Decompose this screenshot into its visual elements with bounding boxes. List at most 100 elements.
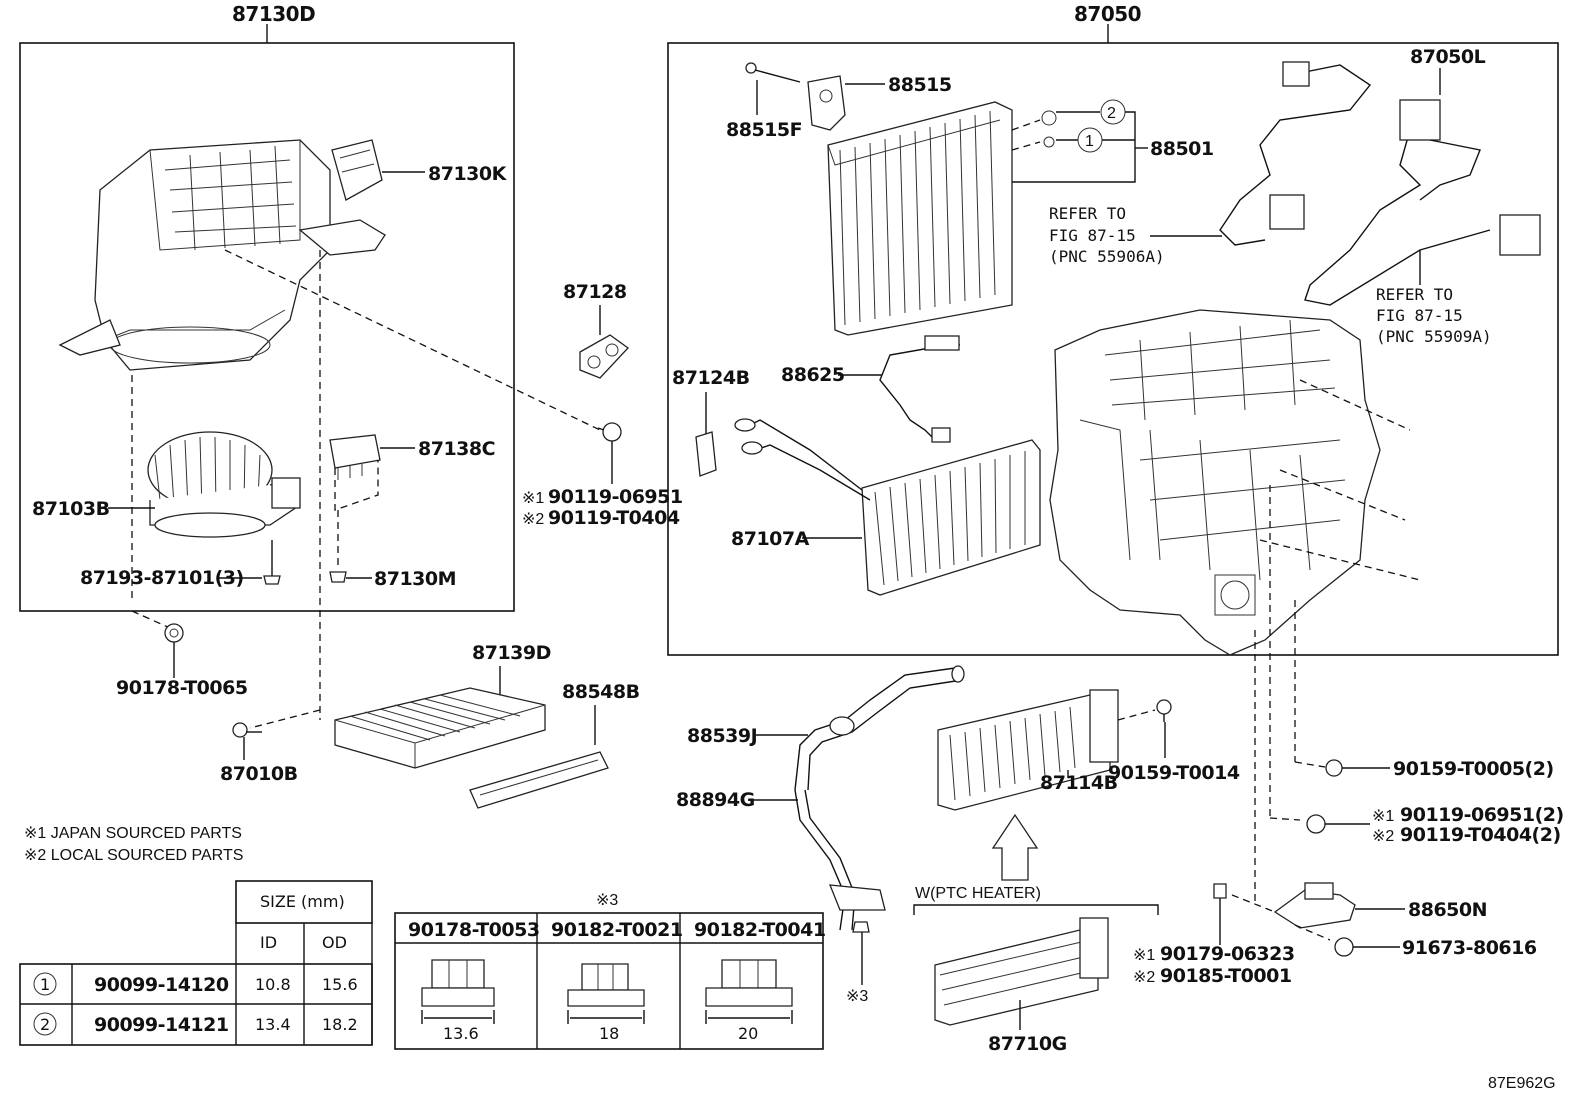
sensor-88625-drawing xyxy=(879,335,961,443)
part-87128: 87128 xyxy=(563,281,627,303)
ptc-heater-label: W(PTC HEATER) xyxy=(915,885,1041,902)
screw-87130M-drawing xyxy=(329,571,347,583)
part-87114B: 87114B xyxy=(1040,772,1118,794)
seal-87128-drawing xyxy=(579,334,629,379)
size-row-2-od: 18.2 xyxy=(322,1015,358,1034)
note-local-sourced: ※2 LOCAL SOURCED PARTS xyxy=(24,847,243,864)
part-90119-T0404-right: 90119-T0404(2) xyxy=(1400,824,1561,846)
resistor-87130K-drawing xyxy=(331,139,383,201)
nut-3-drawing xyxy=(705,959,793,1007)
size-table-header: SIZE (mm) xyxy=(260,892,345,911)
clip-90179-drawing xyxy=(1213,883,1227,899)
part-90119-06951-middle: 90119-06951 xyxy=(548,486,683,508)
size-row-1-od: 15.6 xyxy=(322,975,358,994)
refer-note-1-line1: REFER TO xyxy=(1049,204,1126,223)
bolt-90119-right-drawing xyxy=(1306,814,1326,834)
part-88650N: 88650N xyxy=(1408,899,1487,921)
ptc-heater-87114B-drawing xyxy=(937,689,1119,811)
part-90159-T0014: 90159-T0014 xyxy=(1108,762,1240,784)
nut-col-3-size: 20 xyxy=(738,1024,758,1043)
part-87107A: 87107A xyxy=(731,528,810,550)
nut-col-1-part: 90178-T0053 xyxy=(408,919,540,941)
cover-88548B-drawing xyxy=(469,751,609,809)
refer-note-2-line1: REFER TO xyxy=(1376,285,1453,304)
mark-1-lower: ※1 xyxy=(1133,947,1155,964)
part-87124B: 87124B xyxy=(672,367,750,389)
nut-2-drawing xyxy=(567,963,645,1007)
part-87130K: 87130K xyxy=(428,163,508,185)
part-88501: 88501 xyxy=(1150,138,1214,160)
clip-90178-T0065-drawing xyxy=(164,623,184,643)
right-assembly-label: 87050 xyxy=(1074,2,1141,26)
part-88894G: 88894G xyxy=(676,789,755,811)
bolt-90159-T0014-drawing xyxy=(1156,699,1172,722)
part-87193-87101: 87193-87101(3) xyxy=(80,567,244,589)
nut-col-2-size: 18 xyxy=(599,1024,619,1043)
up-arrow-icon xyxy=(991,813,1039,881)
bolt-90119-middle-drawing xyxy=(597,422,622,442)
clamp-87124B-drawing xyxy=(695,431,717,477)
refer-note-1-line2: FIG 87-15 xyxy=(1049,226,1136,245)
part-87138C: 87138C xyxy=(418,438,495,460)
size-row-1-part: 90099-14120 xyxy=(94,974,229,996)
part-90185-T0001: 90185-T0001 xyxy=(1160,965,1292,987)
ptc-heater-87710G-drawing xyxy=(934,917,1109,1026)
filter-87139D-drawing xyxy=(334,687,546,769)
mark-2-middle: ※2 xyxy=(522,511,544,528)
nut-table: ※3 90178-T0053 90182-T0021 90182-T0041 1… xyxy=(394,892,826,1050)
size-row-2-mark: 2 xyxy=(40,1015,50,1034)
harness-drawing xyxy=(1219,61,1541,306)
size-row-2-id: 13.4 xyxy=(255,1015,291,1034)
mark-3-nut: ※3 xyxy=(846,988,868,1005)
part-91673-80616: 91673-80616 xyxy=(1402,937,1537,959)
nut-table-title: ※3 xyxy=(596,892,618,909)
nut-col-3-part: 90182-T0041 xyxy=(694,919,826,941)
refer-note-2-line2: FIG 87-15 xyxy=(1376,306,1463,325)
part-87050L: 87050L xyxy=(1410,46,1486,68)
bolt-88515F-drawing xyxy=(745,62,801,83)
nut-col-1-size: 13.6 xyxy=(443,1024,479,1043)
size-table: SIZE (mm) ID OD 1 90099-14120 10.8 15.6 … xyxy=(19,880,373,1046)
part-88548B: 88548B xyxy=(562,681,640,703)
part-88515: 88515 xyxy=(888,74,952,96)
right-assembly-box xyxy=(667,42,1559,656)
o-ring-mark-1: 1 xyxy=(1085,133,1094,150)
evaporator-88501-drawing xyxy=(827,101,1013,336)
pipe-88894G-drawing xyxy=(794,789,886,931)
mark-2-right: ※2 xyxy=(1372,828,1394,845)
part-90178-T0065: 90178-T0065 xyxy=(116,677,248,699)
size-row-2-part: 90099-14121 xyxy=(94,1014,229,1036)
hvac-case-drawing xyxy=(1049,309,1381,656)
blower-motor-87103B-drawing xyxy=(147,431,301,538)
part-90179-06323: 90179-06323 xyxy=(1160,943,1295,965)
nut-col-2-part: 90182-T0021 xyxy=(551,919,683,941)
part-88539J: 88539J xyxy=(687,725,757,747)
o-rings-drawing xyxy=(1041,110,1057,148)
valve-88515-drawing xyxy=(807,75,846,131)
hose-88539J-drawing xyxy=(794,665,965,791)
part-88625: 88625 xyxy=(781,364,845,386)
part-87103B: 87103B xyxy=(32,498,110,520)
blower-case-drawing xyxy=(58,139,386,371)
refer-note-2-line3: (PNC 55909A) xyxy=(1376,327,1492,346)
size-table-col-id: ID xyxy=(260,933,277,952)
part-90119-T0404-middle: 90119-T0404 xyxy=(548,507,680,529)
nut-mark3-drawing xyxy=(852,921,870,933)
relay-87138C-drawing xyxy=(329,434,381,480)
mark-2-lower: ※2 xyxy=(1133,969,1155,986)
left-assembly-label: 87130D xyxy=(232,2,315,26)
size-table-col-od: OD xyxy=(322,933,347,952)
o-ring-mark-2: 2 xyxy=(1107,105,1116,122)
part-87139D: 87139D xyxy=(472,642,551,664)
size-row-1-id: 10.8 xyxy=(255,975,291,994)
mark-1-right: ※1 xyxy=(1372,808,1394,825)
size-row-1-mark: 1 xyxy=(40,975,50,994)
note-japan-sourced: ※1 JAPAN SOURCED PARTS xyxy=(24,825,242,842)
part-90159-T0005: 90159-T0005(2) xyxy=(1393,758,1554,780)
module-88650N-drawing xyxy=(1273,882,1356,929)
mark-1-middle: ※1 xyxy=(522,490,544,507)
part-87130M: 87130M xyxy=(374,568,456,590)
part-88515F: 88515F xyxy=(726,119,802,141)
part-87710G: 87710G xyxy=(988,1033,1067,1055)
